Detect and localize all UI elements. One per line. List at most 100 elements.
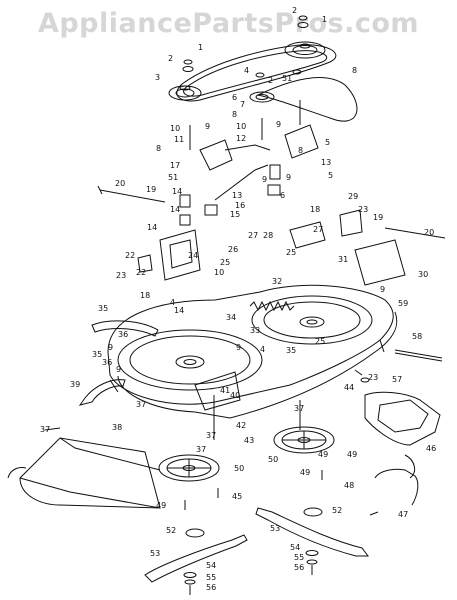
- deck-hook: [374, 468, 419, 506]
- mower-deck-rim: [117, 311, 398, 419]
- part-number-label: 45: [232, 492, 242, 501]
- part-number-label: 13: [232, 191, 242, 200]
- part-number-label: 5: [328, 171, 333, 180]
- part-number-label: 13: [321, 158, 331, 167]
- discharge-chute: [19, 437, 161, 509]
- part-number-label: 38: [112, 423, 122, 432]
- part-number-label: 28: [263, 231, 273, 240]
- part-number-label: 8: [298, 146, 303, 155]
- part-number-label: 9: [116, 365, 121, 374]
- part-number-label: 35: [92, 350, 102, 359]
- part-number-label: 6: [280, 191, 285, 200]
- part-number-label: 57: [392, 375, 402, 384]
- part-number-label: 24: [188, 251, 198, 260]
- part-number-label: 55: [294, 553, 304, 562]
- tension-spring: [249, 300, 295, 312]
- part-number-label: 36: [118, 330, 128, 339]
- part-number-label: 4: [170, 298, 175, 307]
- part-number-label: 53: [150, 549, 160, 558]
- part-number-label: 14: [172, 187, 182, 196]
- mower-blade-left: [144, 534, 248, 583]
- part-number-label: 43: [244, 436, 254, 445]
- rod-58: [394, 349, 443, 359]
- idler-pulley: [249, 91, 275, 103]
- part-number-label: 46: [426, 444, 436, 453]
- upper-drive-belt: [176, 44, 337, 102]
- part-number-label: 9: [380, 285, 385, 294]
- part-number-label: 37: [196, 445, 206, 454]
- part-number-label: 31: [338, 255, 348, 264]
- part-number-label: 44: [344, 383, 354, 392]
- part-number-label: 54: [290, 543, 300, 552]
- part-number-label: 2: [168, 54, 173, 63]
- part-number-label: 16: [235, 201, 245, 210]
- rod-right: [384, 227, 446, 239]
- part-number-label: 56: [206, 583, 216, 592]
- blade-adapter-left: [185, 528, 205, 538]
- mower-deck-housing: [107, 284, 394, 405]
- part-number-label: 19: [146, 185, 156, 194]
- part-number-label: 27: [248, 231, 258, 240]
- part-number-label: 19: [373, 213, 383, 222]
- part-number-label: 25: [220, 258, 230, 267]
- front-deck-bracket: [194, 371, 241, 411]
- part-number-label: 9: [108, 343, 113, 352]
- part-number-label: 52: [332, 506, 342, 515]
- part-number-label: 7: [240, 100, 245, 109]
- part-number-label: 39: [70, 380, 80, 389]
- part-number-label: 49: [318, 450, 328, 459]
- part-number-label: 22: [136, 268, 146, 277]
- part-number-label: 8: [156, 144, 161, 153]
- part-number-label: 37: [40, 425, 50, 434]
- blade-hardware-left: [183, 572, 197, 595]
- blade-pulley-left: [158, 454, 220, 482]
- part-number-label: 56: [294, 563, 304, 572]
- part-number-label: 23: [358, 205, 368, 214]
- part-number-label: 32: [272, 277, 282, 286]
- part-number-label: 37: [294, 404, 304, 413]
- part-number-label: 5: [325, 138, 330, 147]
- mower-blade-right: [255, 507, 369, 557]
- part-number-label: 35: [286, 346, 296, 355]
- part-number-label: 14: [147, 223, 157, 232]
- blade-pulley-right: [273, 426, 335, 454]
- part-number-label: 9: [205, 122, 210, 131]
- part-number-label: 1: [322, 15, 327, 24]
- part-number-label: 10: [236, 122, 246, 131]
- part-number-label: 48: [344, 481, 354, 490]
- part-number-label: 2: [292, 6, 297, 15]
- part-number-label: 52: [166, 526, 176, 535]
- rod-left: [99, 189, 166, 203]
- part-number-label: 37: [206, 431, 216, 440]
- part-number-label: 18: [140, 291, 150, 300]
- part-number-label: 23: [116, 271, 126, 280]
- part-number-label: 47: [398, 510, 408, 519]
- washer-nut-top: [182, 15, 309, 78]
- part-number-label: 37: [136, 400, 146, 409]
- deck-hanger-bracket-right: [289, 209, 406, 286]
- part-number-label: 30: [418, 270, 428, 279]
- part-number-label: 50: [268, 455, 278, 464]
- deck-link-arm-lower: [78, 379, 126, 406]
- part-number-label: 20: [424, 228, 434, 237]
- part-number-label: 41: [220, 386, 230, 395]
- part-number-label: 9: [276, 120, 281, 129]
- spindle-housing-left: [117, 329, 263, 391]
- part-number-label: 59: [398, 299, 408, 308]
- part-number-label: 33: [250, 326, 260, 335]
- part-number-label: 34: [226, 313, 236, 322]
- part-number-label: 35: [98, 304, 108, 313]
- part-number-label: 27: [313, 225, 323, 234]
- part-number-label: 18: [310, 205, 320, 214]
- part-number-label: 49: [347, 450, 357, 459]
- top-pulley-left: [168, 85, 202, 101]
- part-number-label: 6: [232, 93, 237, 102]
- deck-hanger-bracket-left: [137, 229, 201, 281]
- part-number-label: 4: [244, 66, 249, 75]
- part-number-label: 49: [156, 501, 166, 510]
- part-number-label: 9: [286, 173, 291, 182]
- part-number-label: 9: [236, 343, 241, 352]
- deck-belt: [256, 77, 358, 122]
